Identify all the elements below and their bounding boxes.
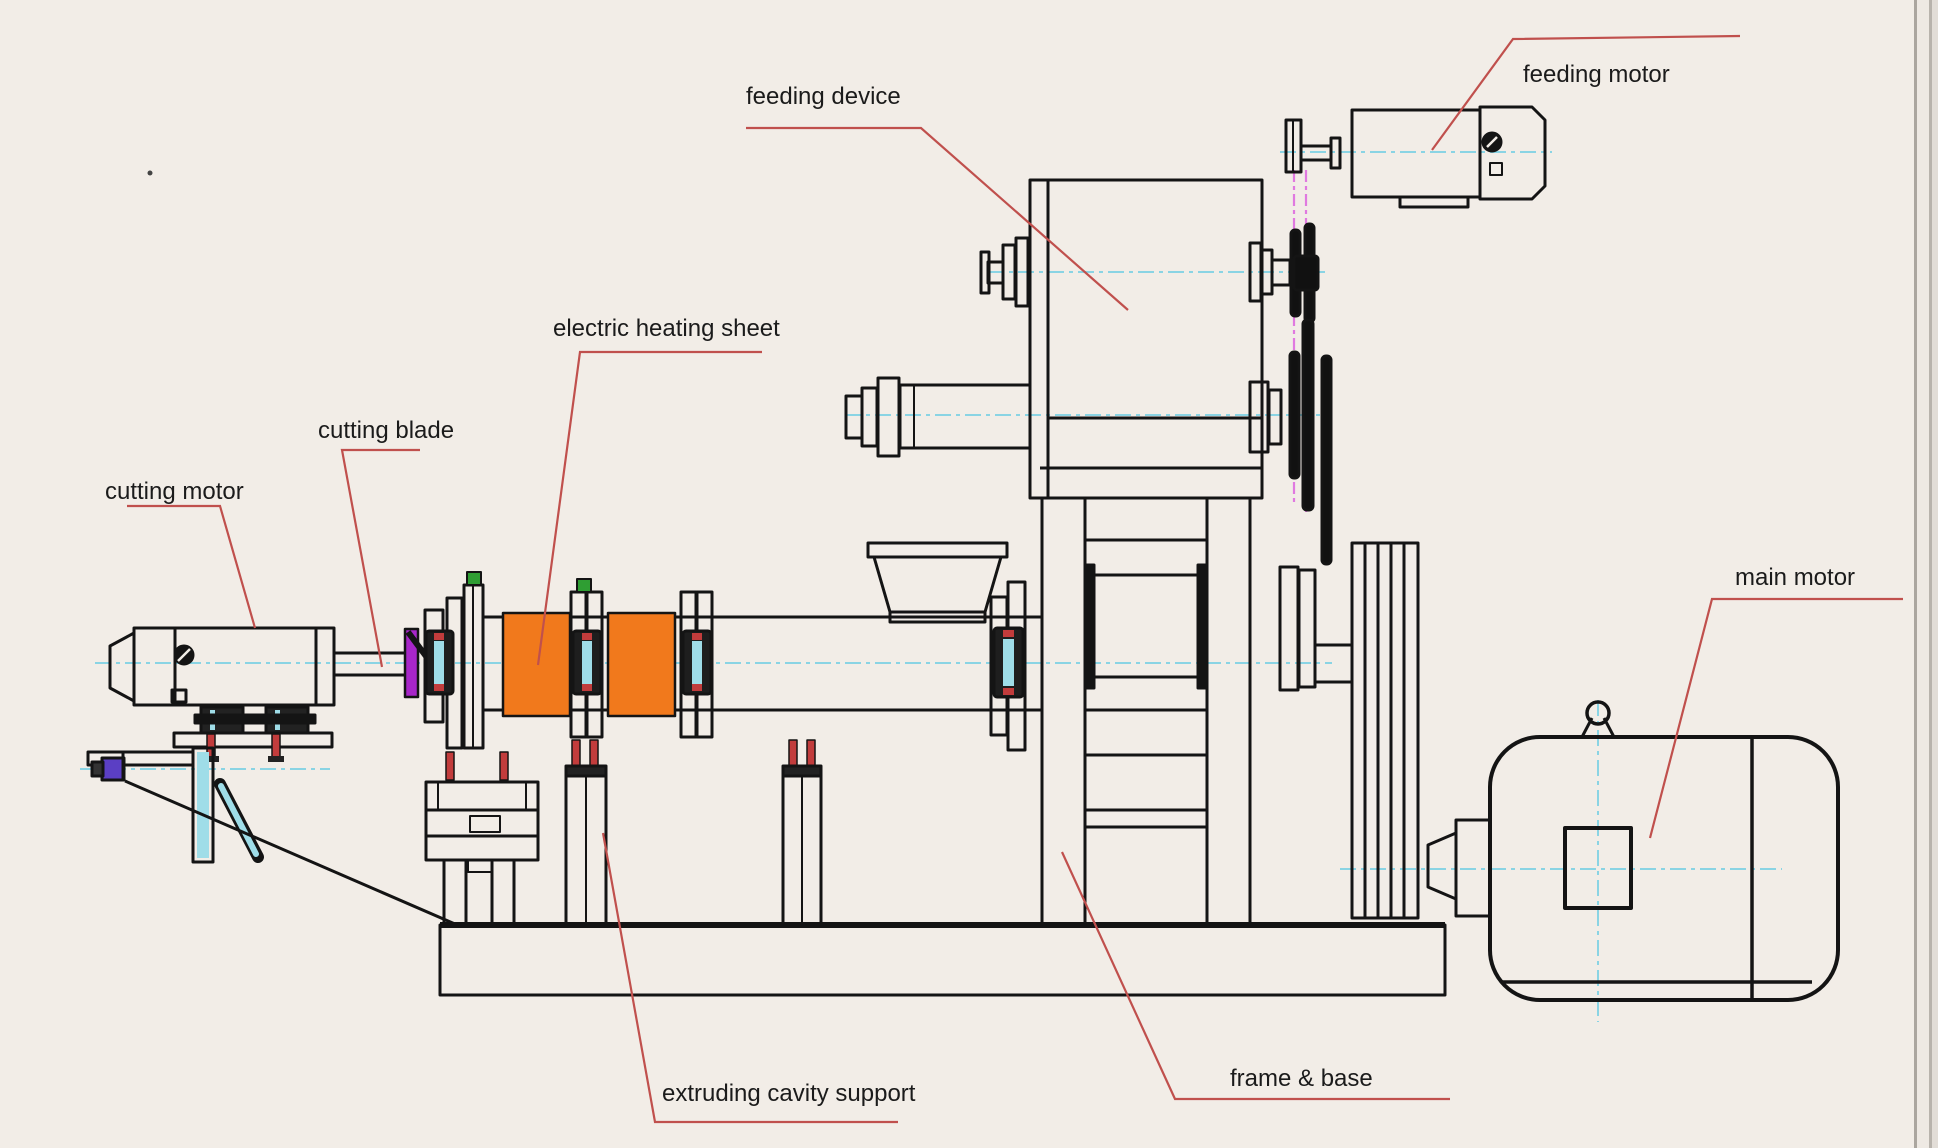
- handle-lever: [218, 783, 259, 857]
- electric-heating-sheet-1: [501, 611, 572, 718]
- label-feeding-device: feeding device: [746, 83, 901, 110]
- stray-dot: [147, 170, 153, 176]
- machine-geometry: [86, 105, 1840, 1002]
- junction-box: [1563, 826, 1633, 910]
- feeding-motor: [1284, 105, 1547, 209]
- extruding-cavity-supports: [564, 739, 823, 927]
- leader-main-motor: [1648, 597, 1903, 839]
- label-cutting-motor: cutting motor: [105, 478, 244, 505]
- leader-frame-and-base: [1060, 851, 1450, 1101]
- cutting-motor: [108, 626, 408, 707]
- label-frame-and-base: frame & base: [1230, 1065, 1373, 1092]
- feeding-device: [844, 178, 1333, 566]
- cutting-motor-mount: [172, 705, 334, 762]
- leader-feeding-device: [746, 126, 1129, 311]
- support-column: [564, 739, 608, 927]
- leader-electric-heating-sheet: [536, 350, 762, 666]
- green-cap: [576, 578, 592, 593]
- page-edge: [1914, 0, 1938, 1148]
- label-electric-heating-sheet: electric heating sheet: [553, 315, 780, 342]
- bearing-clamp: [424, 629, 455, 696]
- lifting-eye-icon: [1585, 700, 1611, 726]
- triangle-brace: [124, 779, 456, 926]
- die-support-stack: [424, 751, 540, 926]
- green-cap: [466, 571, 482, 586]
- blue-bolt: [100, 756, 126, 782]
- bearing-clamp: [571, 629, 603, 696]
- extruding-barrel: [483, 578, 1042, 752]
- label-cutting-blade: cutting blade: [318, 417, 454, 444]
- barrel-bearing-clamps: [424, 626, 1025, 699]
- leader-feeding-motor: [1431, 34, 1741, 151]
- grooved-pulley: [1350, 541, 1420, 920]
- leader-cutting-blade: [340, 448, 420, 668]
- support-column: [781, 739, 823, 927]
- leader-extruding-cavity-support: [601, 832, 898, 1124]
- leader-cutting-motor: [127, 504, 257, 629]
- hopper: [866, 541, 1009, 624]
- leader-lines: [127, 34, 1903, 1124]
- electric-heating-sheet-2: [606, 611, 677, 718]
- output-drive: [1278, 541, 1420, 920]
- label-main-motor: main motor: [1735, 564, 1855, 591]
- bearing-clamp: [992, 626, 1025, 699]
- main-motor: [1426, 700, 1840, 1002]
- label-feeding-motor: feeding motor: [1523, 61, 1670, 88]
- bearing-clamp: [681, 629, 713, 696]
- label-extruding-cavity-support: extruding cavity support: [662, 1080, 916, 1107]
- part-labels: feeding device feeding motor electric he…: [105, 61, 1855, 1107]
- adjusting-handwheel: [86, 746, 456, 926]
